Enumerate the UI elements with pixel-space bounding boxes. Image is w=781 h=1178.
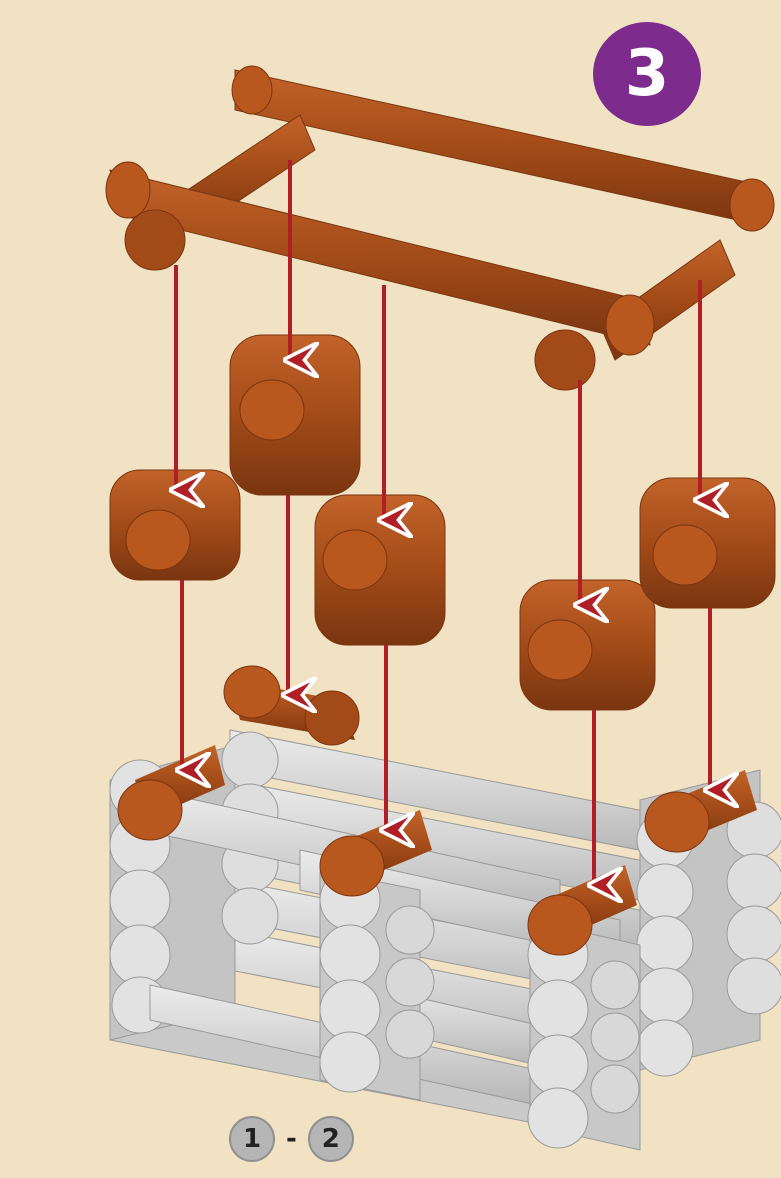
reference-separator: -	[286, 1124, 297, 1154]
log-block	[109, 469, 241, 581]
log-block	[229, 334, 361, 496]
front-right-post	[527, 919, 641, 1151]
step-reference: 1 - 2	[229, 1115, 354, 1163]
step-number: 3	[624, 37, 670, 111]
reference-to: 2	[307, 1116, 354, 1162]
log-block	[639, 477, 776, 609]
middle-post	[319, 869, 435, 1101]
log-block	[314, 494, 446, 646]
step-number-badge: 3	[593, 22, 701, 126]
floating-blocks	[109, 334, 776, 711]
reference-from: 1	[229, 1116, 275, 1162]
top-log-frame	[105, 65, 775, 391]
assembly-arrows	[176, 160, 710, 885]
log-block	[519, 579, 656, 711]
